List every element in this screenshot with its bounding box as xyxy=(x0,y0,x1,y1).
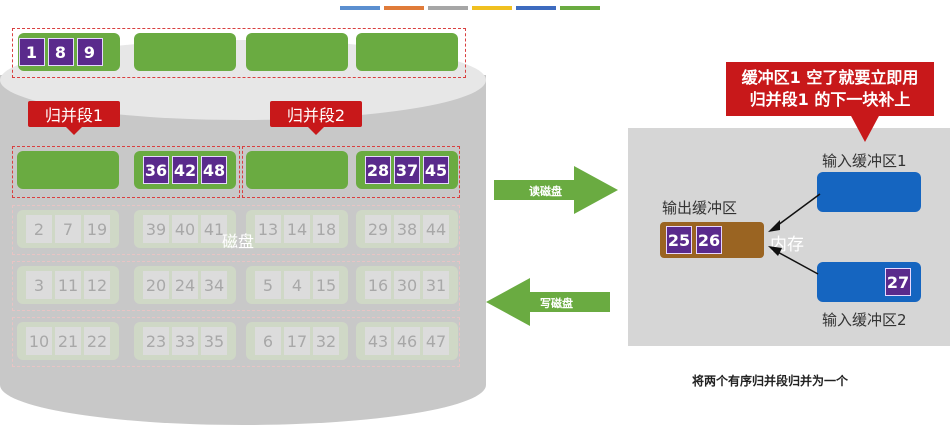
output-buffer-label: 输出缓冲区 xyxy=(662,199,738,217)
faded-block: 6 17 32 xyxy=(246,322,348,360)
record-cell: 10 xyxy=(26,327,52,355)
record-cell: 13 xyxy=(255,215,281,243)
record-cell: 39 xyxy=(143,215,169,243)
record-cell: 46 xyxy=(394,327,420,355)
record-cell: 18 xyxy=(313,215,339,243)
record-cell: 48 xyxy=(201,156,227,184)
record-cell: 45 xyxy=(423,156,449,184)
faded-row-frame xyxy=(12,261,460,311)
faded-block: 23 33 35 xyxy=(134,322,236,360)
record-cell: 3 xyxy=(26,271,52,299)
record-cell: 17 xyxy=(284,327,310,355)
top-block-1: 1 8 9 xyxy=(18,33,120,71)
top-row-frame xyxy=(12,28,466,78)
record-cell: 11 xyxy=(55,271,81,299)
segment1-block-records: 36 42 48 xyxy=(134,151,236,189)
record-cell: 43 xyxy=(365,327,391,355)
segment2-block-records: 28 37 45 xyxy=(356,151,458,189)
segment2-frame xyxy=(242,146,460,198)
record-cell: 25 xyxy=(666,226,692,254)
top-tab-strip-2 xyxy=(384,6,424,10)
output-buffer: 25 26 xyxy=(660,222,764,258)
record-cell: 1 xyxy=(18,38,45,66)
disk-label: 磁盘 xyxy=(222,232,255,251)
segment-label-2: 归并段2 xyxy=(270,101,362,135)
record-cell: 47 xyxy=(423,327,449,355)
faded-block: 20 24 34 xyxy=(134,266,236,304)
record-cell: 33 xyxy=(172,327,198,355)
faded-block: 13 14 18 xyxy=(246,210,348,248)
input-buffer-1-label: 输入缓冲区1 xyxy=(822,152,907,170)
callout-line-2: 归并段1 的下一块补上 xyxy=(749,90,911,109)
callout-line-1: 缓冲区1 空了就要立即用 xyxy=(741,68,919,87)
record-cell: 5 xyxy=(255,271,281,299)
record-cell: 38 xyxy=(394,215,420,243)
faded-block: 2 7 19 xyxy=(17,210,119,248)
record-cell: 42 xyxy=(172,156,198,184)
input-buffer-2: 27 xyxy=(817,262,921,302)
segment-label-1: 归并段1 xyxy=(28,101,120,135)
top-tab-strip-1 xyxy=(340,6,380,10)
segment2-block-empty xyxy=(246,151,348,189)
write-disk-arrow xyxy=(486,278,610,326)
record-cell: 19 xyxy=(84,215,110,243)
faded-block: 43 46 47 xyxy=(356,322,458,360)
record-cell: 16 xyxy=(365,271,391,299)
record-cell: 6 xyxy=(255,327,281,355)
input-buffer-2-label: 输入缓冲区2 xyxy=(822,311,907,329)
callout-note: 缓冲区1 空了就要立即用 归并段1 的下一块补上 xyxy=(726,62,934,116)
top-tab-strip-6 xyxy=(560,6,600,10)
faded-block: 10 21 22 xyxy=(17,322,119,360)
record-cell: 15 xyxy=(313,271,339,299)
record-cell: 24 xyxy=(172,271,198,299)
record-cell: 14 xyxy=(284,215,310,243)
faded-block: 5 4 15 xyxy=(246,266,348,304)
record-cell: 34 xyxy=(201,271,227,299)
record-cell: 31 xyxy=(423,271,449,299)
read-disk-label: 读磁盘 xyxy=(529,185,562,198)
record-cell: 29 xyxy=(365,215,391,243)
record-cell: 32 xyxy=(313,327,339,355)
record-cell: 9 xyxy=(76,38,103,66)
record-cell: 35 xyxy=(201,327,227,355)
input-buffer-1 xyxy=(817,172,921,212)
record-cell: 21 xyxy=(55,327,81,355)
top-tab-strip-3 xyxy=(428,6,468,10)
top-tab-strip-5 xyxy=(516,6,556,10)
record-cell: 4 xyxy=(284,271,310,299)
faded-row-frame xyxy=(12,317,460,367)
record-cell: 27 xyxy=(885,268,911,296)
top-tab-strip-4 xyxy=(472,6,512,10)
record-cell: 28 xyxy=(365,156,391,184)
top-block-2 xyxy=(134,33,236,71)
top-block-4 xyxy=(356,33,458,71)
segment1-frame xyxy=(12,146,240,198)
segment1-block-empty xyxy=(17,151,119,189)
record-cell: 26 xyxy=(696,226,722,254)
record-cell: 40 xyxy=(172,215,198,243)
buffer-arrows xyxy=(768,193,821,275)
faded-block: 29 38 44 xyxy=(356,210,458,248)
record-cell: 23 xyxy=(143,327,169,355)
faded-block: 16 30 31 xyxy=(356,266,458,304)
faded-row-frame xyxy=(12,205,460,255)
record-cell: 12 xyxy=(84,271,110,299)
write-disk-label: 写磁盘 xyxy=(540,297,573,310)
faded-block: 39 40 41 xyxy=(134,210,236,248)
record-cell: 22 xyxy=(84,327,110,355)
diagram-caption: 将两个有序归并段归并为一个 xyxy=(692,374,849,388)
record-cell: 2 xyxy=(26,215,52,243)
faded-block: 3 11 12 xyxy=(17,266,119,304)
record-cell: 20 xyxy=(143,271,169,299)
record-cell: 30 xyxy=(394,271,420,299)
record-cell: 41 xyxy=(201,215,227,243)
record-cell: 44 xyxy=(423,215,449,243)
record-cell: 7 xyxy=(55,215,81,243)
callout-pointer xyxy=(850,114,880,142)
record-cell: 37 xyxy=(394,156,420,184)
record-cell: 36 xyxy=(143,156,169,184)
top-block-3 xyxy=(246,33,348,71)
record-cell: 8 xyxy=(47,38,74,66)
read-disk-arrow xyxy=(494,166,618,214)
